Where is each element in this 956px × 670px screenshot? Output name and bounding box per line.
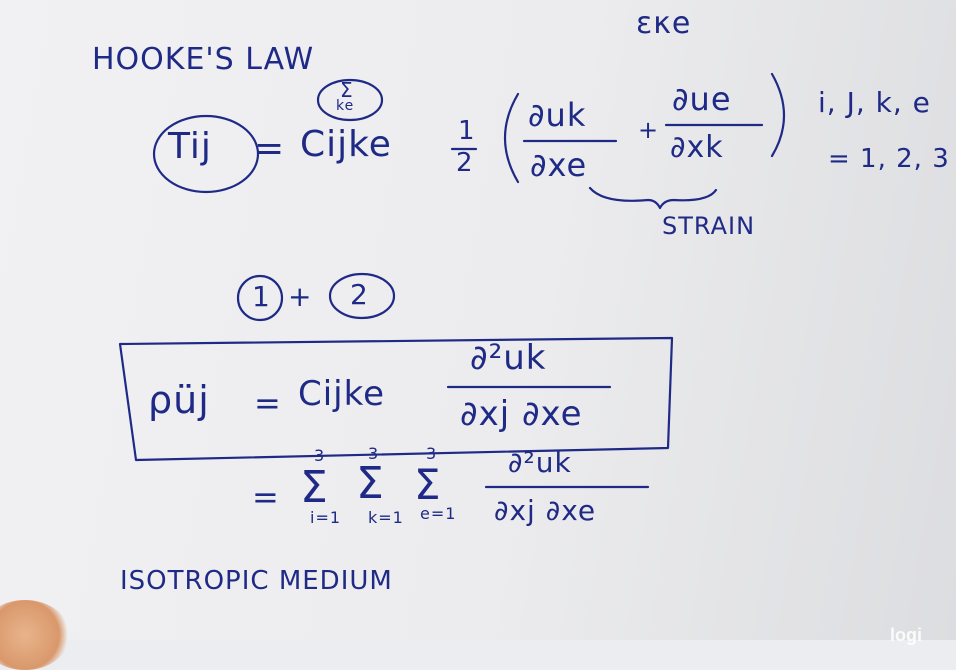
sum-line-equals: =: [252, 478, 280, 516]
hand-edge: [0, 600, 70, 670]
right-paren: [770, 72, 786, 158]
sum3-symbol: Σ: [414, 460, 442, 509]
half-fraction-bar: [450, 147, 478, 151]
sum-numerator: ∂²uk: [508, 446, 572, 479]
sum-fraction-bar: [484, 485, 650, 489]
sum1-symbol: Σ: [300, 462, 329, 513]
half-denominator: 2: [456, 148, 474, 178]
plus-sign: +: [638, 116, 660, 144]
strain-brace: [588, 186, 718, 210]
fraction2-denominator: ∂xk: [670, 130, 724, 165]
fraction1-bar: [522, 139, 618, 143]
fraction1-denominator: ∂xe: [530, 146, 588, 184]
sum3-top: 3: [426, 444, 438, 463]
sum1-top: 3: [314, 446, 326, 465]
fraction1-numerator: ∂uk: [528, 96, 587, 134]
circled-one-plus-two: [236, 272, 396, 322]
strain-label: STRAIN: [662, 212, 756, 240]
fraction2-bar: [664, 123, 764, 127]
sum2-symbol: Σ: [356, 458, 385, 509]
stiffness-cijkl: Cijke: [300, 124, 392, 165]
box-numerator: ∂²uk: [470, 338, 547, 378]
box-lhs-rho-uj: ρüj: [148, 378, 210, 422]
sum2-top: 3: [368, 444, 380, 463]
lhs-tij: Tij: [168, 126, 212, 167]
box-cijkl: Cijke: [298, 374, 386, 414]
left-paren: [503, 92, 520, 184]
sum-denominator: ∂xj ∂xe: [494, 494, 597, 527]
circled-plus-label: +: [288, 280, 313, 313]
sum-ke-circle: [316, 78, 384, 122]
sum-ke-subscript: ke: [336, 98, 355, 114]
watermark-logo: logi: [890, 625, 922, 645]
sum-ke-symbol: Σ: [340, 78, 354, 102]
box-equals: =: [254, 384, 282, 422]
fraction2-numerator: ∂ue: [672, 80, 732, 118]
box-denominator: ∂xj ∂xe: [460, 394, 583, 434]
strain-symbol-annotation: εκe: [636, 6, 692, 41]
half-numerator: 1: [458, 116, 476, 146]
indices-line1: i, J, k, e: [818, 86, 931, 119]
sum3-bottom: e=1: [420, 504, 457, 523]
tij-circle: [152, 114, 260, 194]
sum1-bottom: i=1: [310, 508, 342, 527]
box-fraction-bar: [446, 385, 612, 389]
indices-line2: = 1, 2, 3: [828, 144, 950, 174]
title-hookes-law: HOOKE'S LAW: [92, 42, 315, 77]
circled-one-label: 1: [252, 280, 271, 313]
sum2-bottom: k=1: [368, 508, 404, 527]
circled-two-label: 2: [350, 278, 369, 311]
equation-box: [118, 336, 674, 462]
equals-sign-1: =: [254, 128, 286, 169]
isotropic-medium-label: ISOTROPIC MEDIUM: [120, 566, 393, 596]
